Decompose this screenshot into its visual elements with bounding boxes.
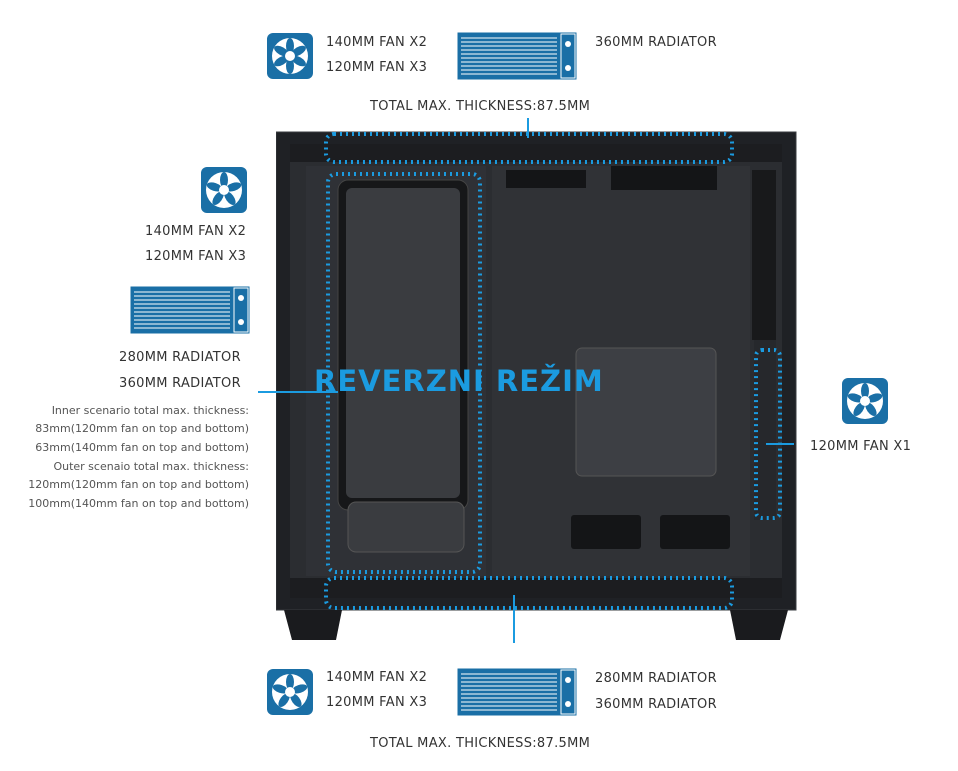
pc-case [276, 130, 802, 645]
top-fan-140-label: 140MM FAN X2 [326, 35, 428, 50]
right-leader-line [766, 443, 794, 445]
radiator-icon [130, 286, 250, 334]
radiator-icon [457, 32, 577, 80]
reverse-mode-title: REVERZNI REŽIM [314, 364, 604, 398]
bottom-fan-120-label: 120MM FAN X3 [326, 695, 428, 710]
left-note-4: Outer scenaio total max. thickness: [53, 460, 249, 473]
left-note-1: Inner scenario total max. thickness: [51, 404, 249, 417]
bottom-leader-line [513, 595, 515, 643]
left-leader-line [258, 391, 338, 393]
fan-icon [266, 32, 314, 80]
fan-icon [200, 166, 248, 214]
bottom-radiator-280-label: 280MM RADIATOR [595, 671, 717, 686]
left-note-6: 100mm(140mm fan on top and bottom) [28, 497, 249, 510]
right-fan-120-label: 120MM FAN X1 [810, 439, 912, 454]
bottom-radiator-360-label: 360MM RADIATOR [595, 697, 717, 712]
top-leader-line [527, 118, 529, 138]
fan-icon [266, 668, 314, 716]
left-note-2: 83mm(120mm fan on top and bottom) [35, 422, 249, 435]
bottom-thickness-label: TOTAL MAX. THICKNESS:87.5MM [370, 736, 591, 751]
top-radiator-label: 360MM RADIATOR [595, 35, 717, 50]
left-radiator-280-label: 280MM RADIATOR [119, 350, 241, 365]
bottom-fan-140-label: 140MM FAN X2 [326, 670, 428, 685]
left-radiator-360-label: 360MM RADIATOR [119, 376, 241, 391]
left-fan-120-label: 120MM FAN X3 [145, 249, 247, 264]
fan-icon [841, 377, 889, 425]
left-fan-140-label: 140MM FAN X2 [145, 224, 247, 239]
radiator-icon [457, 668, 577, 716]
top-fan-120-label: 120MM FAN X3 [326, 60, 428, 75]
left-note-3: 63mm(140mm fan on top and bottom) [35, 441, 249, 454]
top-thickness-label: TOTAL MAX. THICKNESS:87.5MM [370, 99, 591, 114]
left-note-5: 120mm(120mm fan on top and bottom) [28, 478, 249, 491]
